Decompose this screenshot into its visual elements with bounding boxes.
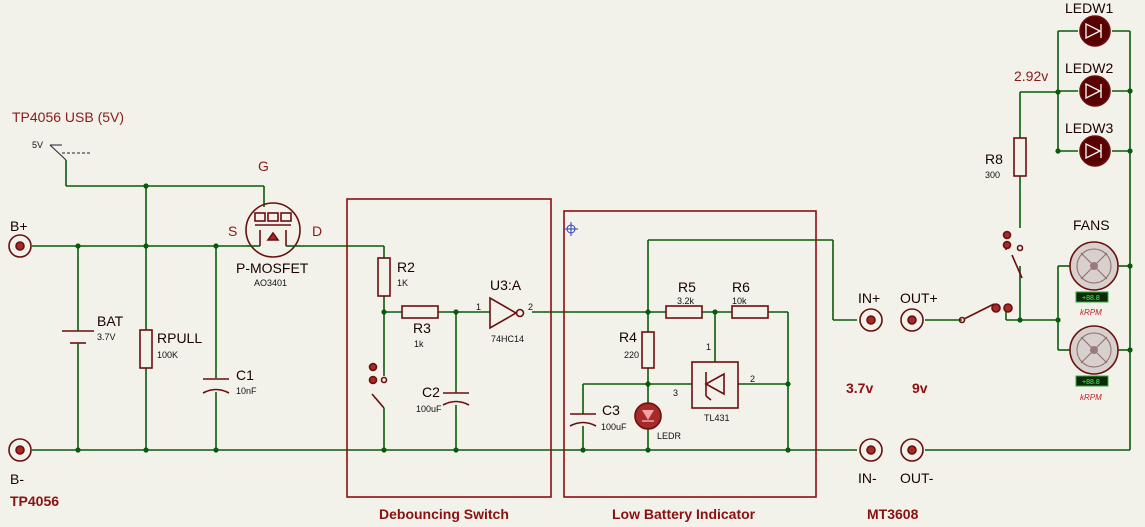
fan-1-display-value: +88.8 bbox=[1082, 295, 1100, 302]
fan-2[interactable] bbox=[1069, 325, 1119, 375]
r5-label: R5 bbox=[678, 279, 696, 295]
r8-label: R8 bbox=[985, 151, 1003, 167]
ledw2-led[interactable] bbox=[1079, 75, 1111, 107]
u3-label: U3:A bbox=[490, 277, 522, 293]
out-minus-label: OUT- bbox=[900, 470, 934, 486]
tl431-pin3: 3 bbox=[673, 388, 678, 398]
ledw3-label: LEDW3 bbox=[1065, 120, 1113, 136]
supply-voltage-label: 5V bbox=[32, 140, 43, 150]
r5-value: 3.2k bbox=[677, 296, 695, 306]
b-plus-label: B+ bbox=[10, 218, 28, 234]
r4-label: R4 bbox=[619, 329, 637, 345]
crosshair-cursor-icon bbox=[564, 222, 578, 236]
ledw1-led[interactable] bbox=[1079, 15, 1111, 47]
c2-capacitor[interactable] bbox=[442, 392, 470, 406]
tl431-pin1: 1 bbox=[706, 342, 711, 352]
r3-value: 1k bbox=[414, 339, 424, 349]
pmosfet-label: P-MOSFET bbox=[236, 260, 309, 276]
led-switch[interactable] bbox=[1002, 230, 1024, 279]
push-switch[interactable] bbox=[368, 360, 388, 418]
r8-value: 300 bbox=[985, 170, 1000, 180]
tl431-part: TL431 bbox=[704, 413, 730, 423]
r5-resistor[interactable] bbox=[665, 305, 703, 319]
tl431-pin2: 2 bbox=[750, 374, 755, 384]
r8-resistor[interactable] bbox=[1013, 137, 1027, 177]
c3-value: 100uF bbox=[601, 422, 627, 432]
rpull-label: RPULL bbox=[157, 330, 202, 346]
r4-value: 220 bbox=[624, 350, 639, 360]
fan-2-display-value: +88.8 bbox=[1082, 379, 1100, 386]
debouncing-switch-title: Debouncing Switch bbox=[379, 506, 509, 522]
r2-label: R2 bbox=[397, 259, 415, 275]
input-voltage-label: 3.7v bbox=[846, 380, 873, 396]
ledr-led[interactable] bbox=[634, 402, 662, 430]
out-minus-terminal[interactable] bbox=[900, 438, 924, 462]
junction-dots bbox=[75, 88, 1133, 453]
c1-capacitor[interactable] bbox=[202, 378, 230, 394]
fan-1-krpm: kRPM bbox=[1080, 308, 1102, 317]
fan-1-display bbox=[1075, 291, 1109, 303]
bat-label: BAT bbox=[97, 313, 124, 329]
c2-label: C2 bbox=[422, 384, 440, 400]
r3-label: R3 bbox=[413, 320, 431, 336]
low-battery-indicator-title: Low Battery Indicator bbox=[612, 506, 756, 522]
output-switch[interactable] bbox=[958, 303, 1013, 324]
p-mosfet[interactable] bbox=[245, 202, 301, 258]
r6-label: R6 bbox=[732, 279, 750, 295]
mosfet-drain-label: D bbox=[312, 223, 322, 239]
ledw2-label: LEDW2 bbox=[1065, 60, 1113, 76]
output-voltage-label: 9v bbox=[912, 380, 928, 396]
c3-capacitor[interactable] bbox=[569, 413, 597, 427]
fan-2-krpm: kRPM bbox=[1080, 393, 1102, 402]
tp4056-usb-label: TP4056 USB (5V) bbox=[12, 109, 124, 125]
rpull-value: 100K bbox=[157, 350, 178, 360]
u3-part: 74HC14 bbox=[491, 334, 524, 344]
c1-value: 10nF bbox=[236, 386, 257, 396]
r6-resistor[interactable] bbox=[731, 305, 769, 319]
fan-2-display bbox=[1075, 375, 1109, 387]
battery-symbol[interactable] bbox=[62, 325, 94, 355]
debouncing-switch-box bbox=[346, 198, 552, 498]
r3-resistor[interactable] bbox=[401, 305, 439, 319]
r6-value: 10k bbox=[732, 296, 747, 306]
mosfet-source-label: S bbox=[228, 223, 237, 239]
u3-pin2: 2 bbox=[528, 302, 533, 312]
c2-value: 100uF bbox=[416, 404, 442, 414]
mt3608-label: MT3608 bbox=[867, 506, 919, 522]
b-minus-terminal[interactable] bbox=[8, 438, 32, 462]
in-minus-label: IN- bbox=[858, 470, 877, 486]
tl431-shunt-regulator[interactable] bbox=[691, 361, 739, 409]
in-plus-label: IN+ bbox=[858, 290, 880, 306]
in-minus-terminal[interactable] bbox=[859, 438, 883, 462]
fans-label: FANS bbox=[1073, 217, 1110, 233]
r4-resistor[interactable] bbox=[641, 331, 655, 369]
in-plus-terminal[interactable] bbox=[859, 308, 883, 332]
wires bbox=[32, 30, 1131, 451]
ledw1-label: LEDW1 bbox=[1065, 0, 1113, 16]
pmosfet-part: AO3401 bbox=[254, 278, 287, 288]
c1-label: C1 bbox=[236, 367, 254, 383]
b-plus-terminal[interactable] bbox=[8, 234, 32, 258]
bat-value: 3.7V bbox=[97, 332, 116, 342]
usb-5v-terminal[interactable]: 5V bbox=[32, 140, 90, 161]
low-battery-indicator-box bbox=[563, 210, 817, 498]
fan-1[interactable] bbox=[1069, 241, 1119, 291]
mosfet-gate-label: G bbox=[258, 158, 269, 174]
r2-value: 1K bbox=[397, 278, 408, 288]
rpull-resistor[interactable] bbox=[139, 329, 153, 369]
ledr-label: LEDR bbox=[657, 431, 682, 441]
r2-resistor[interactable] bbox=[377, 257, 391, 297]
led-voltage-label: 2.92v bbox=[1014, 68, 1048, 84]
schmitt-inverter[interactable] bbox=[489, 296, 525, 330]
out-plus-label: OUT+ bbox=[900, 290, 938, 306]
b-minus-label: B- bbox=[10, 471, 24, 487]
tp4056-label: TP4056 bbox=[10, 493, 59, 509]
c3-label: C3 bbox=[602, 402, 620, 418]
u3-pin1: 1 bbox=[476, 302, 481, 312]
ledw3-led[interactable] bbox=[1079, 135, 1111, 167]
out-plus-terminal[interactable] bbox=[900, 308, 924, 332]
